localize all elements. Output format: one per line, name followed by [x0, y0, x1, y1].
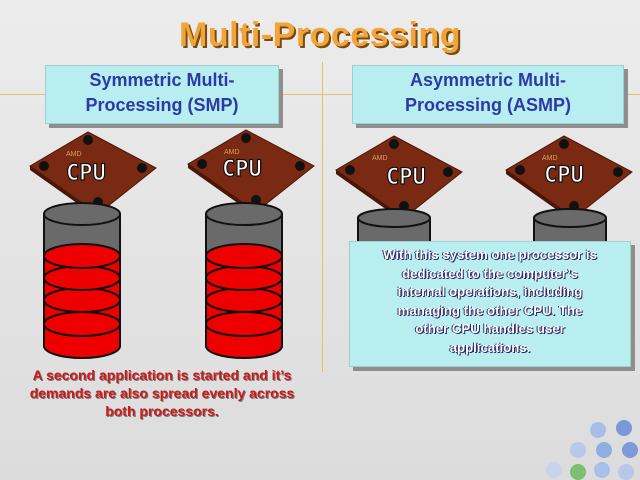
- smp-note-line1: A second application is started and it’s: [32, 367, 292, 383]
- asmp-note-line2: dedicated to the computer’s: [402, 265, 578, 281]
- cpu-brand-text: AMD: [372, 155, 388, 162]
- cpu-chip-smp-1: AMD CPU: [29, 131, 157, 218]
- smp-note-line2: demands are also spread evenly across: [29, 385, 295, 401]
- divider-line-mid: [279, 94, 352, 95]
- asmp-header-line2: Processing (ASMP): [404, 95, 572, 115]
- cpu-label: CPU: [222, 157, 262, 182]
- process-cylinder-smp-2: [205, 202, 283, 359]
- cpu-brand-text: AMD: [542, 155, 558, 162]
- asmp-note-line4: managing the other CPU. The: [397, 302, 583, 318]
- asmp-description-box: With this system one processor is dedica…: [349, 241, 631, 367]
- smp-note-line3: both processors.: [105, 403, 219, 419]
- page-title: Multi-Processing: [179, 16, 461, 54]
- asmp-note-line1: With this system one processor is: [383, 247, 597, 262]
- cpu-label: CPU: [66, 161, 106, 186]
- smp-header-line1: Symmetric Multi-: [89, 70, 235, 90]
- divider-line-right: [622, 94, 640, 95]
- divider-line-vertical: [322, 62, 323, 372]
- smp-header-line2: Processing (SMP): [85, 95, 239, 115]
- smp-description: A second application is started and it’s…: [4, 366, 320, 420]
- asmp-header-line1: Asymmetric Multi-: [409, 70, 567, 90]
- asmp-note-line6: applications.: [449, 339, 531, 355]
- asmp-note-line5: other CPU handles user: [415, 321, 565, 336]
- divider-line-left: [0, 94, 45, 95]
- cpu-chip-smp-2: AMD CPU: [187, 129, 315, 216]
- asmp-note-line3: internal operations, including: [397, 284, 583, 299]
- cpu-label: CPU: [544, 163, 584, 188]
- cpu-brand-text: AMD: [224, 149, 240, 156]
- decorative-bubbles: [546, 420, 638, 480]
- cpu-brand-text: AMD: [66, 151, 82, 158]
- cpu-label: CPU: [386, 165, 426, 190]
- process-cylinder-smp-1: [43, 202, 121, 359]
- asmp-header: Asymmetric Multi- Processing (ASMP): [352, 65, 624, 124]
- smp-header: Symmetric Multi- Processing (SMP): [45, 65, 279, 124]
